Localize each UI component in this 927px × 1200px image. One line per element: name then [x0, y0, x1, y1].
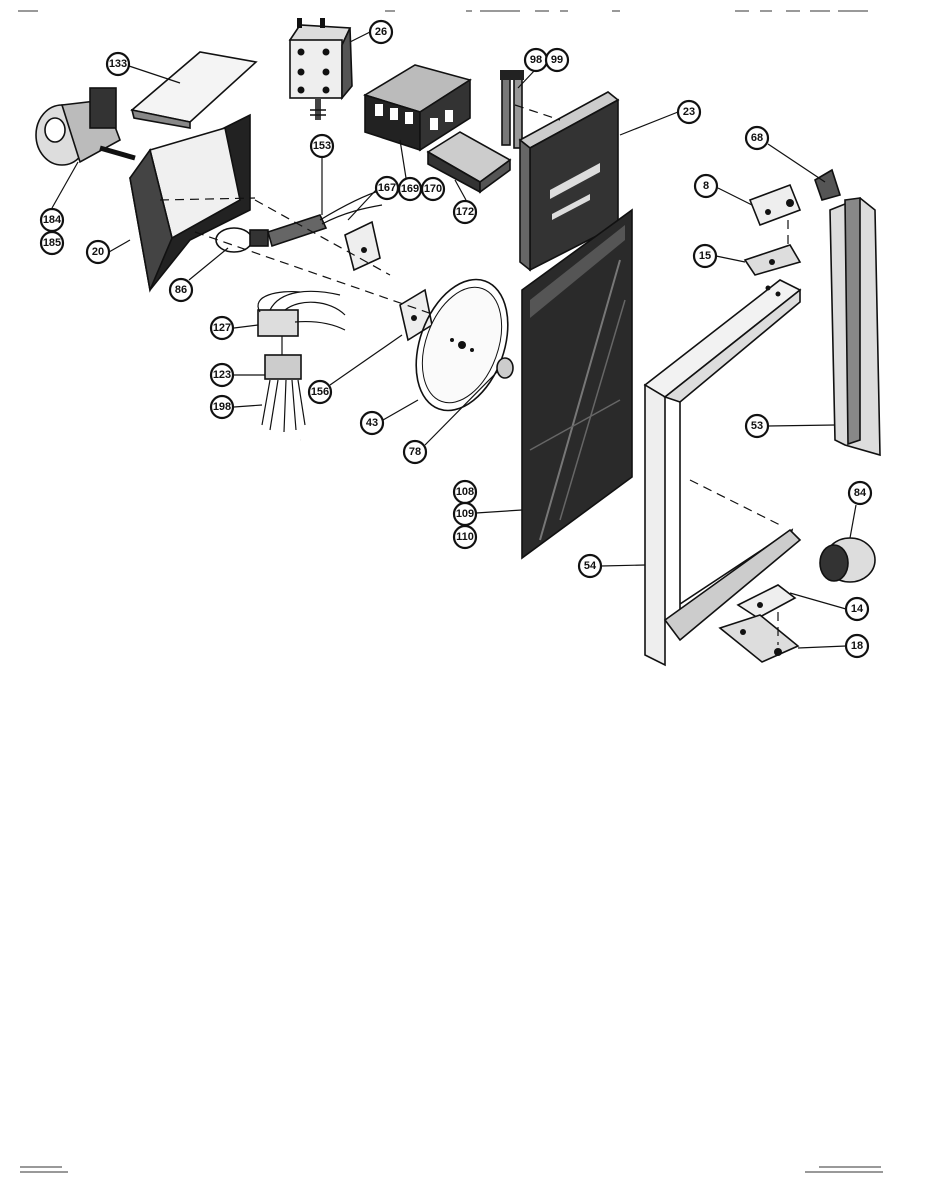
callout-68: 68	[744, 125, 770, 151]
svg-text:127: 127	[213, 322, 231, 334]
callout-20: 20	[85, 239, 111, 265]
callout-167: 167	[374, 175, 400, 201]
part-98-terminals	[500, 70, 524, 149]
callout-198: 198	[209, 394, 235, 420]
svg-text:53: 53	[751, 420, 763, 432]
svg-text:167: 167	[378, 182, 396, 194]
callout-18: 18	[844, 633, 870, 659]
part-108-glass-panel	[521, 208, 633, 560]
svg-text:133: 133	[109, 58, 127, 70]
callout-8: 8	[693, 173, 719, 199]
svg-text:54: 54	[584, 560, 597, 572]
part-8-hinge	[743, 183, 802, 276]
callout-43: 43	[359, 410, 385, 436]
svg-text:86: 86	[175, 284, 187, 296]
callout-153: 153	[309, 133, 335, 159]
callout-185: 185	[39, 230, 65, 256]
part-23-control-panel	[518, 91, 620, 272]
svg-text:109: 109	[456, 508, 474, 520]
callout-23: 23	[676, 99, 702, 125]
svg-text:98: 98	[530, 54, 542, 66]
part-26-relay	[288, 18, 353, 120]
svg-text:153: 153	[313, 140, 331, 152]
svg-text:108: 108	[456, 486, 474, 498]
callout-169: 169	[397, 176, 423, 202]
callout-54: 54	[577, 553, 603, 579]
part-172-plug	[426, 131, 512, 194]
svg-text:123: 123	[213, 369, 231, 381]
callout-108: 108	[452, 479, 478, 505]
svg-text:185: 185	[43, 237, 61, 249]
svg-text:184: 184	[43, 214, 62, 226]
svg-text:68: 68	[751, 132, 763, 144]
leader-lines	[51, 31, 857, 649]
svg-text:8: 8	[703, 180, 709, 192]
svg-text:43: 43	[366, 417, 378, 429]
callout-110: 110	[452, 524, 478, 550]
part-184-motor	[35, 87, 136, 166]
part-78-nut	[496, 357, 514, 379]
part-167-connector-block	[363, 64, 472, 152]
callout-78: 78	[402, 439, 428, 465]
callout-156: 156	[307, 379, 333, 405]
callout-184: 184	[39, 207, 65, 233]
svg-text:198: 198	[213, 401, 231, 413]
svg-text:170: 170	[424, 183, 442, 195]
part-133-cover-plate	[130, 51, 258, 129]
part-43-ring	[415, 278, 509, 412]
callout-26: 26	[368, 19, 394, 45]
header-speckles	[18, 10, 868, 12]
part-20-housing	[129, 113, 251, 293]
part-14-hinge	[718, 584, 800, 663]
part-68-clip	[814, 168, 842, 201]
callout-15: 15	[692, 243, 718, 269]
part-84-knob	[819, 537, 876, 583]
part-bracket	[344, 220, 381, 272]
callout-53: 53	[744, 413, 770, 439]
svg-text:20: 20	[92, 246, 104, 258]
callout-133: 133	[105, 51, 131, 77]
svg-text:78: 78	[409, 446, 421, 458]
callout-127: 127	[209, 315, 235, 341]
svg-text:14: 14	[851, 603, 864, 615]
svg-text:156: 156	[311, 386, 329, 398]
svg-text:99: 99	[551, 54, 563, 66]
callout-123: 123	[209, 362, 235, 388]
svg-text:18: 18	[851, 640, 863, 652]
svg-text:84: 84	[854, 487, 867, 499]
callout-84: 84	[847, 480, 873, 506]
svg-text:172: 172	[456, 206, 474, 218]
svg-text:15: 15	[699, 250, 711, 262]
callout-172: 172	[452, 199, 478, 225]
svg-text:110: 110	[456, 531, 474, 543]
part-86-lamp	[215, 189, 383, 253]
svg-text:23: 23	[683, 106, 695, 118]
part-156-bracket	[399, 288, 433, 342]
callout-86: 86	[168, 277, 194, 303]
part-127-harness	[257, 290, 346, 433]
part-53-side-rail	[829, 197, 881, 457]
callout-170: 170	[420, 176, 446, 202]
footer-left-marks	[20, 1166, 68, 1173]
svg-text:169: 169	[401, 183, 419, 195]
callout-109: 109	[452, 501, 478, 527]
svg-text:26: 26	[375, 26, 387, 38]
callout-14: 14	[844, 596, 870, 622]
footer-right-marks	[805, 1166, 883, 1173]
callout-99: 99	[544, 47, 570, 73]
callout-98: 98	[523, 47, 549, 73]
part-54-frame	[643, 279, 802, 667]
assembly-dash-lines	[159, 104, 789, 645]
